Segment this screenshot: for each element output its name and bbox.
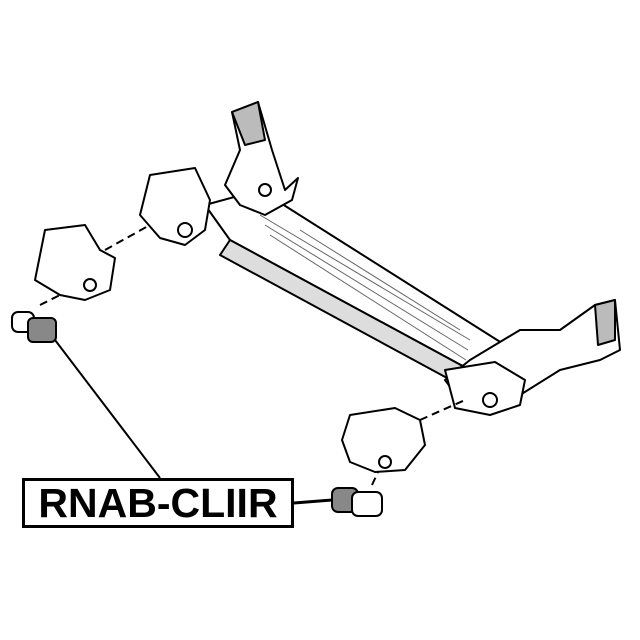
axle-beam [204, 189, 506, 386]
leader-line-right [293, 498, 333, 505]
assembly-lines [39, 224, 466, 486]
left-bushing [11, 311, 57, 343]
right-bushing [331, 487, 383, 517]
left-arm-bracket [139, 101, 299, 246]
right-arm-bracket [444, 299, 621, 416]
left-mount-bracket [34, 224, 116, 301]
part-number-label: RNAB-CLIIR [22, 478, 294, 528]
right-mount-bracket [341, 407, 426, 473]
leader-line-left [54, 339, 161, 479]
